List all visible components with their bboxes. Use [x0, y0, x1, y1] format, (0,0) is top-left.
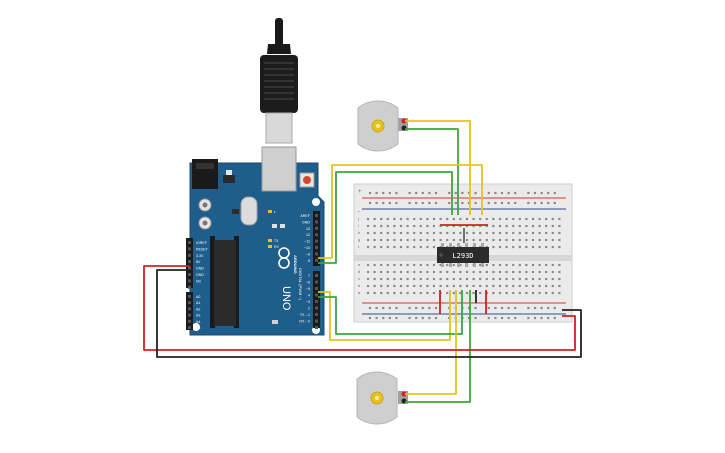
digital-pin-label-bottom-6: TX→1 — [300, 313, 310, 317]
wire-red — [143, 265, 576, 351]
analog-pin-label-4: A4 — [196, 320, 200, 324]
led-rx — [268, 245, 272, 248]
digital-header-top — [313, 211, 320, 266]
wire-black — [156, 269, 582, 358]
mounting-hole — [312, 198, 320, 206]
chip-socket-left — [210, 236, 215, 328]
row-letter-bottom-3: b — [358, 283, 361, 288]
analog-pin-label-2: A2 — [196, 307, 200, 311]
reset-button-cap — [303, 176, 311, 184]
power-pin-label-3: 5V — [196, 260, 201, 264]
digital-pin-label-top-4: ~11 — [304, 240, 310, 244]
motor-terminal-red — [401, 118, 407, 124]
power-header-label: POWER — [181, 268, 186, 283]
wire-green — [405, 128, 459, 215]
atmega-chip — [214, 240, 236, 326]
motor-terminal-block — [398, 391, 408, 404]
rail-plus-label: + — [358, 189, 362, 195]
crystal — [240, 196, 258, 226]
power-pin-label-6: Vin — [196, 279, 201, 283]
led-label-l: L — [274, 210, 276, 214]
row-letter-top-4: f — [358, 244, 360, 249]
motor-bottom — [356, 371, 408, 425]
digital-pin-label-bottom-4: ~3 — [306, 300, 310, 304]
usb-cable-wire — [275, 18, 283, 46]
wire-yellow — [405, 120, 471, 215]
led-tx — [268, 239, 272, 242]
digital-pin-label-top-7: 8 — [308, 259, 310, 263]
digital-header-bottom — [313, 271, 320, 328]
motor-terminal-red — [401, 391, 407, 397]
analog-pin-label-3: A3 — [196, 314, 200, 318]
mounting-hole — [192, 323, 200, 331]
digital-pin-label-bottom-7: RX←0 — [299, 320, 310, 324]
chip-notch — [439, 253, 443, 257]
digital-pin-label-bottom-1: ~6 — [306, 281, 310, 285]
row-letter-top-0: j — [357, 216, 359, 221]
voltage-regulator — [223, 175, 235, 183]
analog-pin-label-5: A5 — [196, 326, 200, 330]
digital-pin-label-bottom-0: 7 — [308, 274, 310, 278]
power-pin-label-2: 3.3V — [196, 254, 204, 258]
wire-green — [405, 290, 471, 403]
wire-green — [318, 171, 453, 264]
row-letter-top-2: h — [358, 230, 360, 235]
rail-minus-label: - — [358, 209, 360, 215]
usb-plug-metal — [265, 112, 293, 144]
led-label-tx: TX — [274, 239, 279, 243]
usb-port — [261, 146, 297, 192]
chip-body — [437, 247, 489, 263]
power-pin-labels: IOREF RESET 3.3V 5V GND GND Vin — [196, 241, 209, 283]
analog-pin-label-0: A0 — [196, 295, 200, 299]
power-pin-label-5: GND — [196, 273, 204, 277]
arduino-model: UNO — [280, 286, 292, 311]
chip-socket-right — [234, 236, 239, 328]
digital-pin-label-top-3: 12 — [306, 233, 310, 237]
wire-yellow — [318, 290, 451, 341]
digital-pin-label-bottom-3: 4 — [308, 294, 310, 298]
power-pin-label-0: IOREF — [196, 241, 208, 245]
digital-pin-label-top-5: ~10 — [304, 246, 310, 250]
row-letter-bottom-0: e — [358, 262, 361, 267]
digital-pin-label-top-1: GND — [302, 220, 310, 224]
chip-label: L293D — [452, 252, 473, 260]
row-letter-bottom-4: a — [358, 290, 361, 295]
wire-yellow — [318, 164, 483, 259]
row-letter-top-1: i — [358, 223, 359, 228]
wire-green — [318, 290, 463, 335]
led-l — [268, 210, 272, 213]
analog-pin-label-1: A1 — [196, 301, 200, 305]
arduino-logo: ARDUINO — [278, 247, 298, 274]
digital-header-label: DIGITAL (PWM ~) — [298, 268, 303, 301]
led-label-rx: RX — [274, 245, 280, 249]
digital-pin-label-top-0: AREF — [300, 214, 310, 218]
power-pin-label-1: RESET — [196, 247, 209, 251]
motor-top — [357, 100, 408, 152]
arduino-brand: ARDUINO — [293, 255, 298, 274]
digital-pin-label-top-6: ~9 — [306, 252, 310, 256]
analog-header-label: ANALOG IN — [181, 302, 186, 324]
wire-yellow — [405, 290, 457, 395]
analog-header — [186, 292, 193, 330]
motor-terminal-block — [398, 118, 408, 131]
digital-pin-labels-bottom: 7 ~6 ~5 4 ~3 2TX→1RX←0 — [299, 274, 310, 324]
wires — [143, 120, 582, 403]
usb-cable — [260, 18, 298, 144]
power-pin-label-4: GND — [196, 267, 204, 271]
row-letter-top-3: g — [358, 237, 360, 242]
usb-cable-boot — [267, 44, 291, 54]
row-letter-bottom-1: d — [358, 269, 360, 274]
digital-pin-label-bottom-2: ~5 — [306, 287, 310, 291]
digital-pin-labels-top: AREF GND 13 12 ~11 ~10 ~9 8 — [300, 214, 310, 263]
driver-chip: L293D — [437, 243, 489, 267]
digital-pin-label-top-2: 13 — [306, 227, 310, 231]
row-letter-bottom-2: c — [358, 276, 360, 281]
digital-pin-label-bottom-5: 2 — [308, 307, 310, 311]
